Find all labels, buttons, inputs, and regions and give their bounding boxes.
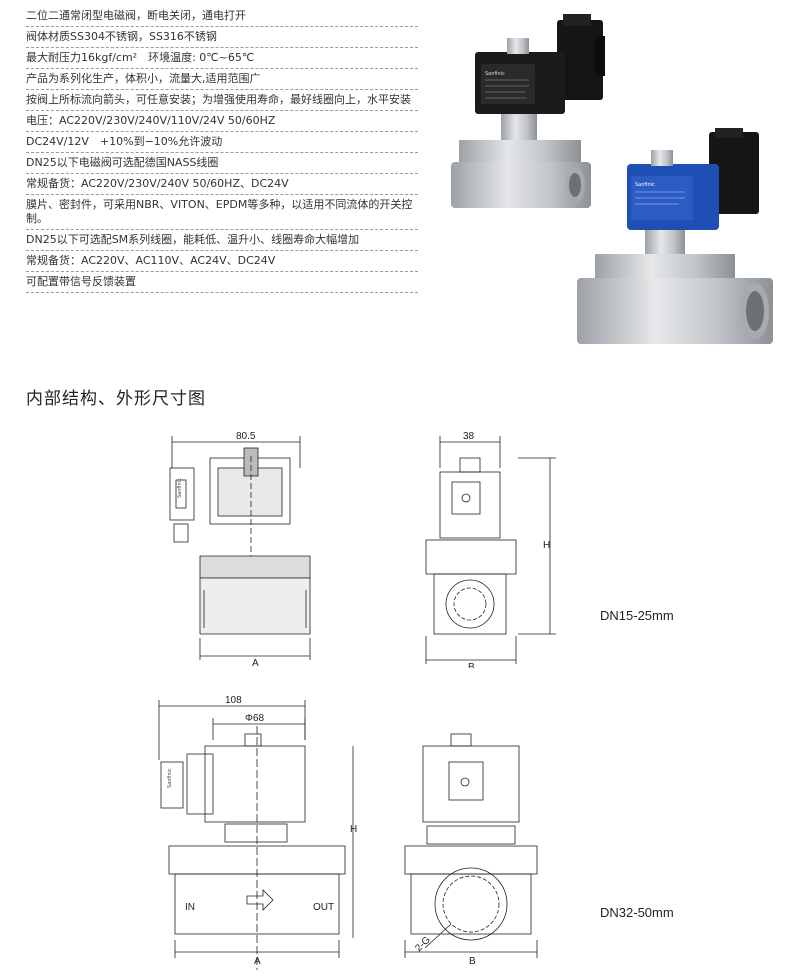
spec-line: DN25以下可选配SM系列线圈，能耗低、温升小、线圈寿命大幅增加 bbox=[26, 230, 418, 251]
size-label-dn15-25: DN15-25mm bbox=[600, 608, 674, 623]
brand-label: Sanfinic bbox=[485, 71, 505, 77]
spec-line: 阀体材质SS304不锈钢，SS316不锈钢 bbox=[26, 27, 418, 48]
spec-line: DC24V/12V +10%到−10%允许波动 bbox=[26, 132, 418, 153]
phi-dimension: Φ68 bbox=[245, 713, 265, 724]
brand-label: Sanfinic bbox=[635, 182, 655, 188]
spec-line: 可配置带信号反馈装置 bbox=[26, 272, 418, 293]
dn32-50-front-view-drawing: 108 Φ68 IN OUT A Sanfinic bbox=[158, 695, 354, 970]
g-thread-label: 2-G bbox=[413, 934, 433, 954]
spec-line: 常规备货：AC220V、AC110V、AC24V、DC24V bbox=[26, 251, 418, 272]
dn32-50-side-view-drawing: 2-G B bbox=[404, 733, 538, 967]
depth-dimension: 38 bbox=[463, 431, 475, 442]
valve-photo-blue-coil: Sanfinic bbox=[577, 128, 773, 344]
brand-label: Sanfinic bbox=[167, 768, 173, 788]
spec-line: 二位二通常闭型电磁阀，断电关闭，通电打开 bbox=[26, 6, 418, 27]
dn15-25-front-section-drawing: 80.5 A Sanfinic bbox=[169, 431, 311, 668]
spec-line: 膜片、密封件，可采用NBR、VITON、EPDM等多种，以适用不同流体的开关控制… bbox=[26, 195, 418, 230]
spec-line: 最大耐压力16kgf/cm² 环境温度: 0℃~65℃ bbox=[26, 48, 418, 69]
spec-line: 电压：AC220V/230V/240V/110V/24V 50/60HZ bbox=[26, 111, 418, 132]
size-label-dn32-50: DN32-50mm bbox=[600, 905, 674, 920]
outlet-label: OUT bbox=[313, 902, 334, 913]
inlet-label: IN bbox=[185, 902, 195, 913]
b-dimension: B bbox=[469, 956, 476, 967]
valve-photo-black-coil: Sanfinic bbox=[451, 14, 605, 208]
spec-line: 产品为系列化生产，体积小，流量大,适用范围广 bbox=[26, 69, 418, 90]
spec-line: 常规备货：AC220V/230V/240V 50/60HZ、DC24V bbox=[26, 174, 418, 195]
h-dimension-label: H bbox=[350, 824, 358, 835]
b-dimension: B bbox=[468, 662, 475, 668]
spec-list: 二位二通常闭型电磁阀，断电关闭，通电打开 阀体材质SS304不锈钢，SS316不… bbox=[26, 6, 418, 293]
width-dimension: 108 bbox=[225, 695, 242, 706]
spec-line: DN25以下电磁阀可选配德国NASS线圈 bbox=[26, 153, 418, 174]
h-dimension: H bbox=[543, 540, 550, 551]
dn15-25-side-view-drawing: 38 B H bbox=[425, 431, 556, 668]
a-dimension: A bbox=[252, 658, 259, 668]
brand-label: Sanfinic bbox=[177, 478, 183, 498]
width-dimension: 80.5 bbox=[236, 431, 256, 442]
spec-line: 按阀上所标流向箭头，可任意安装；为增强使用寿命，最好线圈向上，水平安装 bbox=[26, 90, 418, 111]
a-dimension: A bbox=[254, 956, 261, 967]
section-title: 内部结构、外形尺寸图 bbox=[26, 389, 206, 409]
